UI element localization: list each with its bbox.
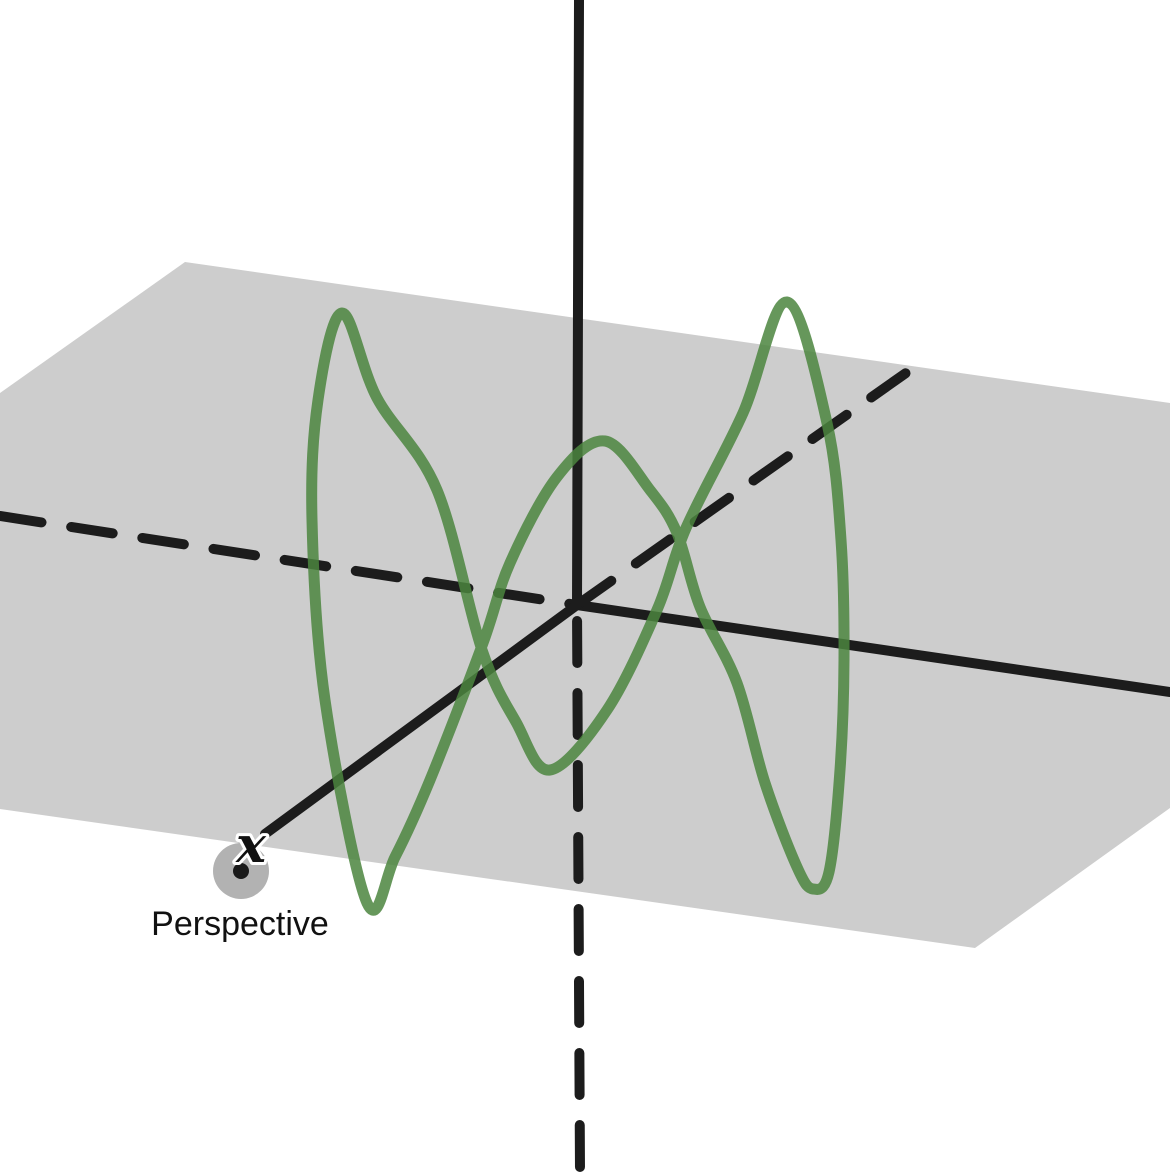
perspective-label: Perspective (151, 905, 329, 943)
axis-y-dashed (0, 511, 582, 610)
axis-z-solid (572, 0, 584, 610)
axis-y-solid (572, 600, 1170, 697)
axis-x-solid (260, 600, 582, 839)
x-axis-label: x (235, 815, 267, 874)
axis-z-dashed (572, 600, 585, 1172)
axis-x-dashed (572, 363, 918, 610)
cosine-curve (306, 296, 850, 916)
perspective-point-dot[interactable] (233, 863, 249, 879)
